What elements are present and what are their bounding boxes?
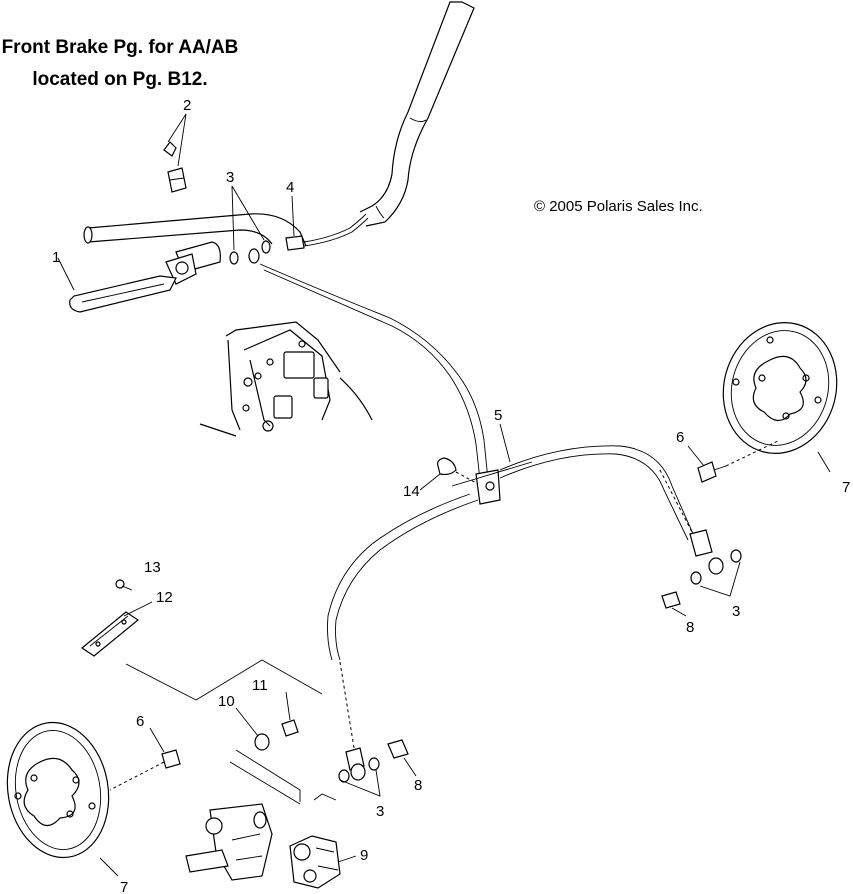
brake-line-right [499,445,713,557]
callout-3-right: 3 [732,603,740,620]
callout-11: 11 [252,677,268,694]
part-12-bracket [80,611,140,657]
note-line-1: Front Brake Pg. for AA/AB [1,37,239,58]
brake-lever-master-cylinder [69,241,221,313]
callout-3-top: 3 [226,169,234,186]
left-caliper-hardware [338,739,409,783]
callout-2: 2 [183,97,191,114]
callout-7-right: 7 [842,479,850,496]
callout-8-right: 8 [686,619,694,636]
callout-5: 5 [494,407,502,424]
copyright-text: © 2005 Polaris Sales Inc. [534,198,703,215]
brake-line-left [327,493,479,771]
callout-13: 13 [144,559,161,576]
callout-4: 4 [286,179,294,196]
frame-outline-lower [125,659,337,805]
brake-line-upper [259,263,489,481]
part-11-bolt [281,719,299,737]
right-caliper-hardware [661,549,742,609]
callout-3-left: 3 [376,803,384,820]
part-4-fitting [285,213,369,251]
part-10-washer [254,733,270,751]
callout-9: 9 [360,847,368,864]
handlebar [83,1,475,247]
part-6-bolt-left [109,749,181,791]
rotor-left [6,721,110,859]
callout-14: 14 [403,483,420,500]
note-line-2: located on Pg. B12. [32,69,208,90]
part-6-bolt-right [697,439,781,483]
callout-7-left: 7 [120,879,128,894]
rotor-right [722,322,838,454]
front-brake-note: Front Brake Pg. for AA/AB located on Pg.… [0,32,240,96]
callout-1: 1 [52,249,60,266]
callout-6-left: 6 [136,713,144,730]
callout-10: 10 [218,693,235,710]
part-2-clamp [163,141,187,193]
callout-12: 12 [156,589,173,606]
callout-8-left: 8 [414,777,422,794]
callout-6-right: 6 [676,429,684,446]
frame-section [199,321,373,437]
junction-block [437,457,533,505]
part-3-washers-top [229,240,271,265]
leader-lines [57,113,831,877]
spindle-knuckle [185,803,273,881]
part-9-caliper [289,835,341,889]
